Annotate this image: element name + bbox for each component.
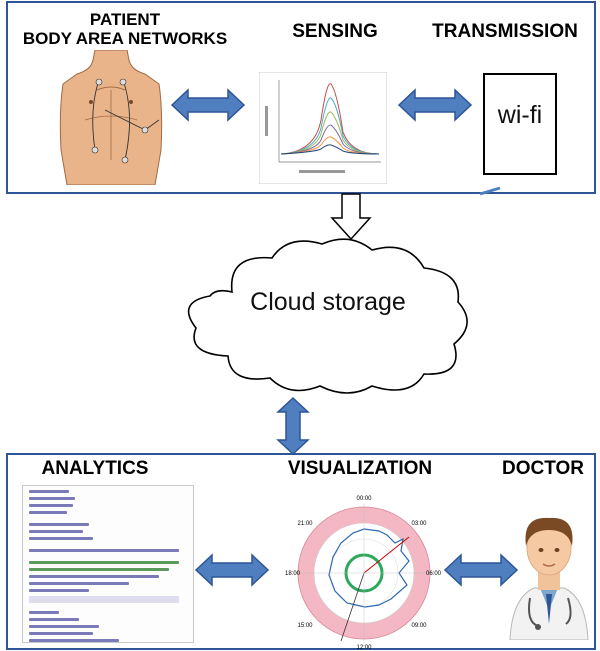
vertical-double-arrow xyxy=(276,396,310,456)
polar-tick-label: 15:00 xyxy=(297,623,313,629)
polar-tick-label: 18:00 xyxy=(285,571,301,577)
sensing-heading: SENSING xyxy=(292,21,378,42)
body-figure-icon xyxy=(59,50,163,185)
polar-tick-label: 06:00 xyxy=(426,571,442,577)
cloud-icon xyxy=(187,238,468,394)
code-document-icon xyxy=(22,485,194,643)
double-arrow-analytics-visualization xyxy=(194,553,270,587)
down-arrow xyxy=(330,193,372,241)
double-arrow-body-sensing xyxy=(170,88,246,122)
panel-edge-mark xyxy=(479,186,501,196)
patient-heading-line2: BODY AREA NETWORKS xyxy=(22,29,228,48)
polar-tick-label: 09:00 xyxy=(411,623,427,629)
double-arrow-visualization-doctor xyxy=(443,553,519,587)
polar-tick-label: 00:00 xyxy=(356,496,372,502)
doctor-avatar-icon xyxy=(509,517,589,640)
polar-tick-label: 12:00 xyxy=(356,645,372,651)
voltammogram-icon xyxy=(259,72,387,184)
wifi-box: wi-fi xyxy=(483,73,557,175)
patient-heading-line1: PATIENT xyxy=(89,10,161,29)
transmission-heading: TRANSMISSION xyxy=(432,21,578,42)
patient-heading: PATIENT BODY AREA NETWORKS xyxy=(0,10,250,48)
cloud-storage-label: Cloud storage xyxy=(250,288,406,316)
wifi-label: wi-fi xyxy=(497,101,543,129)
doctor-heading: DOCTOR xyxy=(502,458,584,479)
polar-plot-icon: 00:00 03:00 06:00 09:00 12:00 15:00 18:0… xyxy=(285,496,442,651)
visualization-heading: VISUALIZATION xyxy=(287,458,433,479)
analytics-heading: ANALYTICS xyxy=(41,458,149,479)
double-arrow-sensing-transmission xyxy=(397,88,473,122)
polar-tick-label: 03:00 xyxy=(411,521,427,527)
polar-tick-label: 21:00 xyxy=(297,521,313,527)
